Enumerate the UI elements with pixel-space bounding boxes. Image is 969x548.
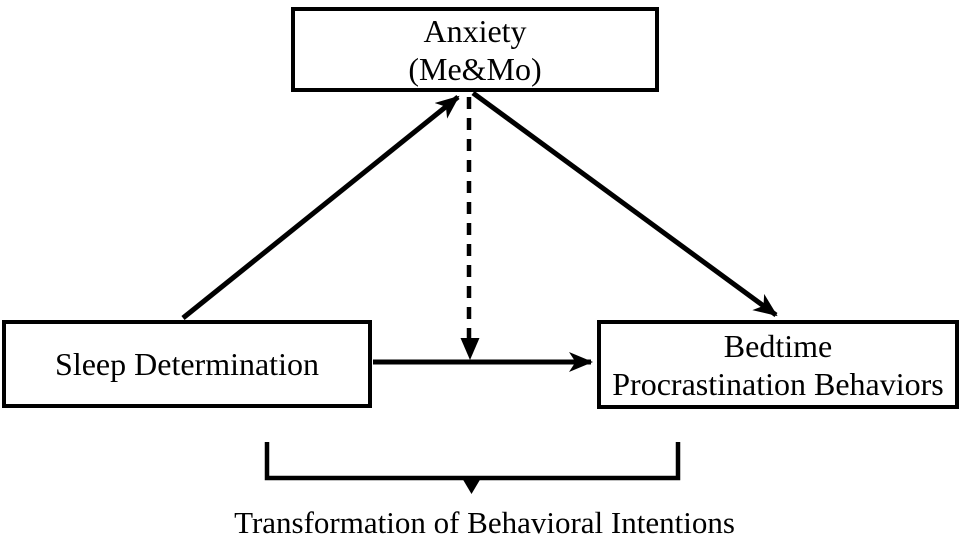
bedtime-procrastination-box: Bedtime Procrastination Behaviors	[597, 320, 959, 409]
bedtime-label-line2: Procrastination Behaviors	[612, 365, 944, 402]
bedtime-label-line1: Bedtime	[723, 327, 833, 364]
figure-caption: Transformation of Behavioral Intentions	[234, 505, 735, 540]
bracket	[264, 442, 681, 481]
edge-anxiety-to-bedtime	[471, 90, 778, 318]
dashed-arrowhead	[460, 338, 480, 360]
anxiety-label-line1: Anxiety	[423, 12, 527, 49]
anxiety-box: Anxiety (Me&Mo)	[291, 7, 659, 92]
sleep-determination-label: Sleep Determination	[55, 346, 319, 382]
edge-sleep-to-anxiety	[181, 95, 460, 320]
bracket-arrowhead	[462, 478, 481, 494]
sleep-determination-box: Sleep Determination	[2, 320, 372, 408]
anxiety-label-line2: (Me&Mo)	[408, 50, 542, 87]
